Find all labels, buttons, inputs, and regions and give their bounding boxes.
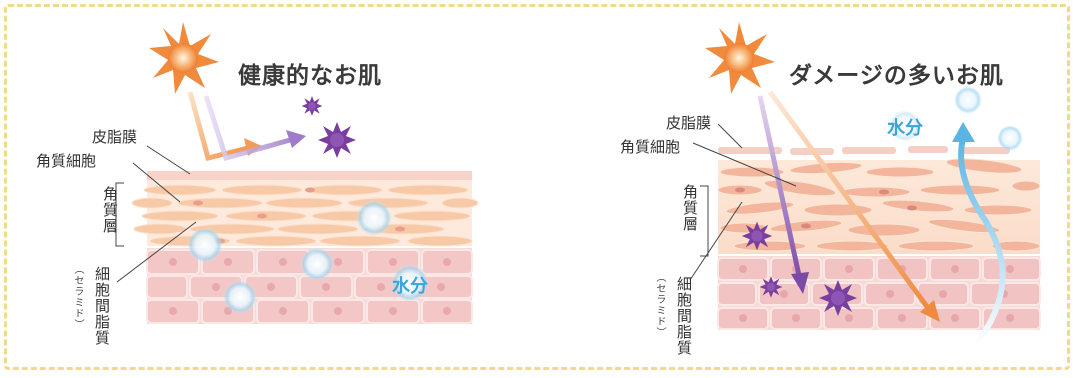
left-sun-icon [149,22,219,94]
right-allergen-1 [741,221,773,251]
right-allergen-3 [819,280,857,316]
left-allergen-large [318,122,356,158]
left-water-droplets [187,200,429,314]
left-label-corneocyte: 角質細胞 [36,152,97,170]
left-allergen-small [301,96,323,116]
right-label-sebum: 皮脂膜 [666,114,712,132]
right-lower-cells [717,257,1041,330]
right-label-ceramide: （セラミド） [654,272,665,338]
right-corneocytes [717,158,1041,252]
right-label-stratum-corneum: 角質層 [681,184,699,232]
left-label-stratum-corneum: 角質層 [101,186,119,234]
right-sebum-fragments [718,146,1010,155]
left-label-sebum: 皮脂膜 [92,128,138,146]
dashed-frame [4,4,1070,370]
left-label-ceramide: （セラミド） [72,264,83,330]
left-skin-panel [115,22,479,324]
right-label-intercellular-lipid: 細胞間脂質 [675,276,693,356]
left-title: 健康的なお肌 [238,63,382,89]
left-sebum-layer [147,171,472,180]
right-sun-icon [705,22,775,94]
right-label-corneocyte: 角質細胞 [620,138,681,156]
right-water-label: 水分 [887,118,923,139]
right-title: ダメージの多いお肌 [789,63,1004,89]
left-label-intercellular-lipid: 細胞間脂質 [93,266,111,346]
left-water-label: 水分 [392,276,428,297]
right-water-droplets [889,86,1023,151]
right-skin-panel [689,22,1041,348]
